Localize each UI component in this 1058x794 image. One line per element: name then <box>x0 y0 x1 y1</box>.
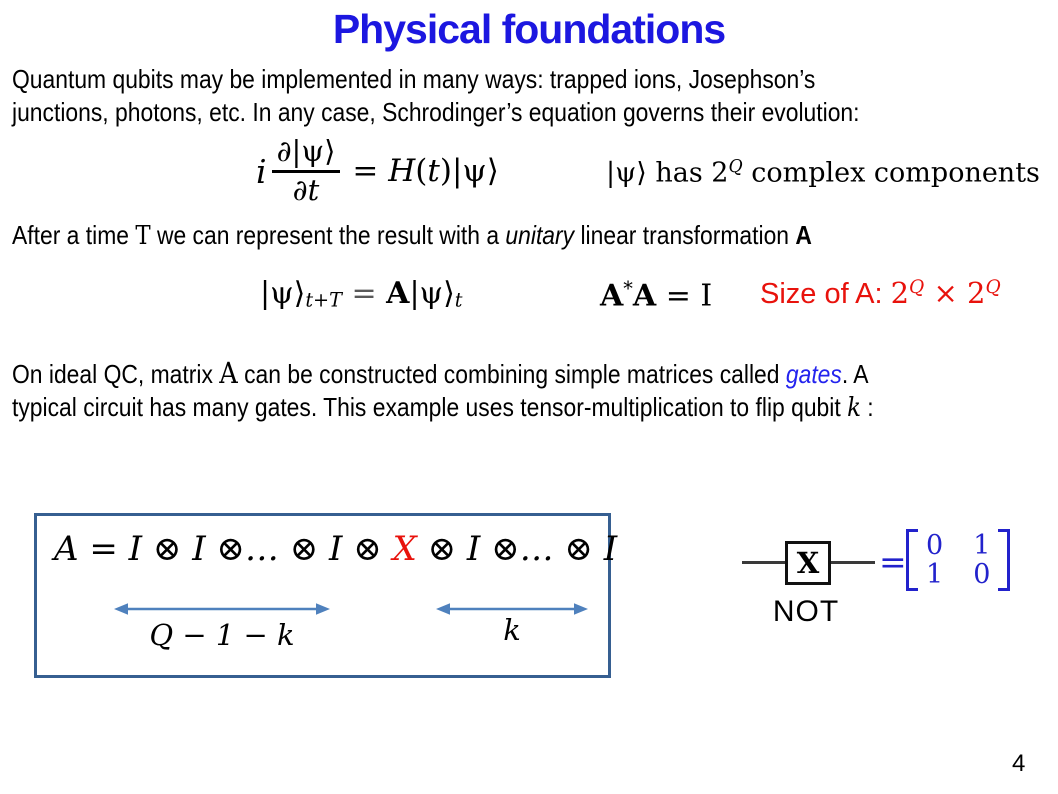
fraction-numerator: ∂|ψ⟩ <box>276 134 336 168</box>
fraction-denominator: ∂t <box>292 172 320 207</box>
fraction-bar <box>271 169 341 173</box>
evolution-equation: |ψ⟩t+T = A|ψ⟩t <box>260 276 463 312</box>
unitary-paragraph: After a time T we can represent the resu… <box>12 220 812 251</box>
tensor-product-box: A = I ⊗ I ⊗… ⊗ I ⊗ X ⊗ I ⊗… ⊗ I Q − 1 − … <box>34 513 617 678</box>
schrodinger-rhs: = H(t)|ψ⟩ <box>352 153 499 190</box>
range-arrow-left-icon <box>114 603 330 615</box>
x-gate-box: X <box>785 541 831 585</box>
matrix-cell-10: 1 <box>926 559 944 590</box>
not-gate-label: NOT <box>772 595 840 628</box>
unitarity-equation: A*A = I <box>600 277 713 314</box>
gates-paragraph: On ideal QC, matrix A can be constructed… <box>12 356 874 424</box>
intro-paragraph: Quantum qubits may be implemented in man… <box>12 64 860 127</box>
not-matrix: 0 1 1 0 <box>906 529 1011 591</box>
page-number: 4 <box>1012 750 1026 777</box>
time-derivative-fraction: ∂|ψ⟩ ∂t <box>271 134 341 207</box>
matrix-left-bracket <box>906 529 918 591</box>
slide-title: Physical foundations <box>332 6 726 52</box>
matrix-size-note: Size of A: 2Q × 2Q <box>760 276 1001 310</box>
range-arrow-right-icon <box>436 603 588 615</box>
matrix-cell-00: 0 <box>926 530 944 561</box>
schrodinger-equation: i ∂|ψ⟩ ∂t = H(t)|ψ⟩ <box>256 134 499 207</box>
tensor-product-equation: A = I ⊗ I ⊗… ⊗ I ⊗ X ⊗ I ⊗… ⊗ I <box>54 529 618 569</box>
matrix-equals-sign: = <box>879 542 907 581</box>
imaginary-unit: i <box>256 151 267 191</box>
matrix-values: 0 1 1 0 <box>918 529 998 591</box>
matrix-right-bracket <box>998 529 1011 591</box>
arrow-label-q-1-k: Q − 1 − k <box>149 618 295 652</box>
not-gate-diagram: X NOT = 0 1 1 0 <box>742 515 1042 640</box>
arrow-label-k: k <box>503 613 521 647</box>
matrix-cell-11: 0 <box>973 559 991 590</box>
x-gate-symbol: X <box>796 546 820 580</box>
matrix-cell-01: 1 <box>973 530 991 561</box>
state-components-note: |ψ⟩ has 2Q complex components <box>606 157 1040 189</box>
circuit-wire-right <box>831 561 875 564</box>
circuit-wire-left <box>742 561 785 564</box>
